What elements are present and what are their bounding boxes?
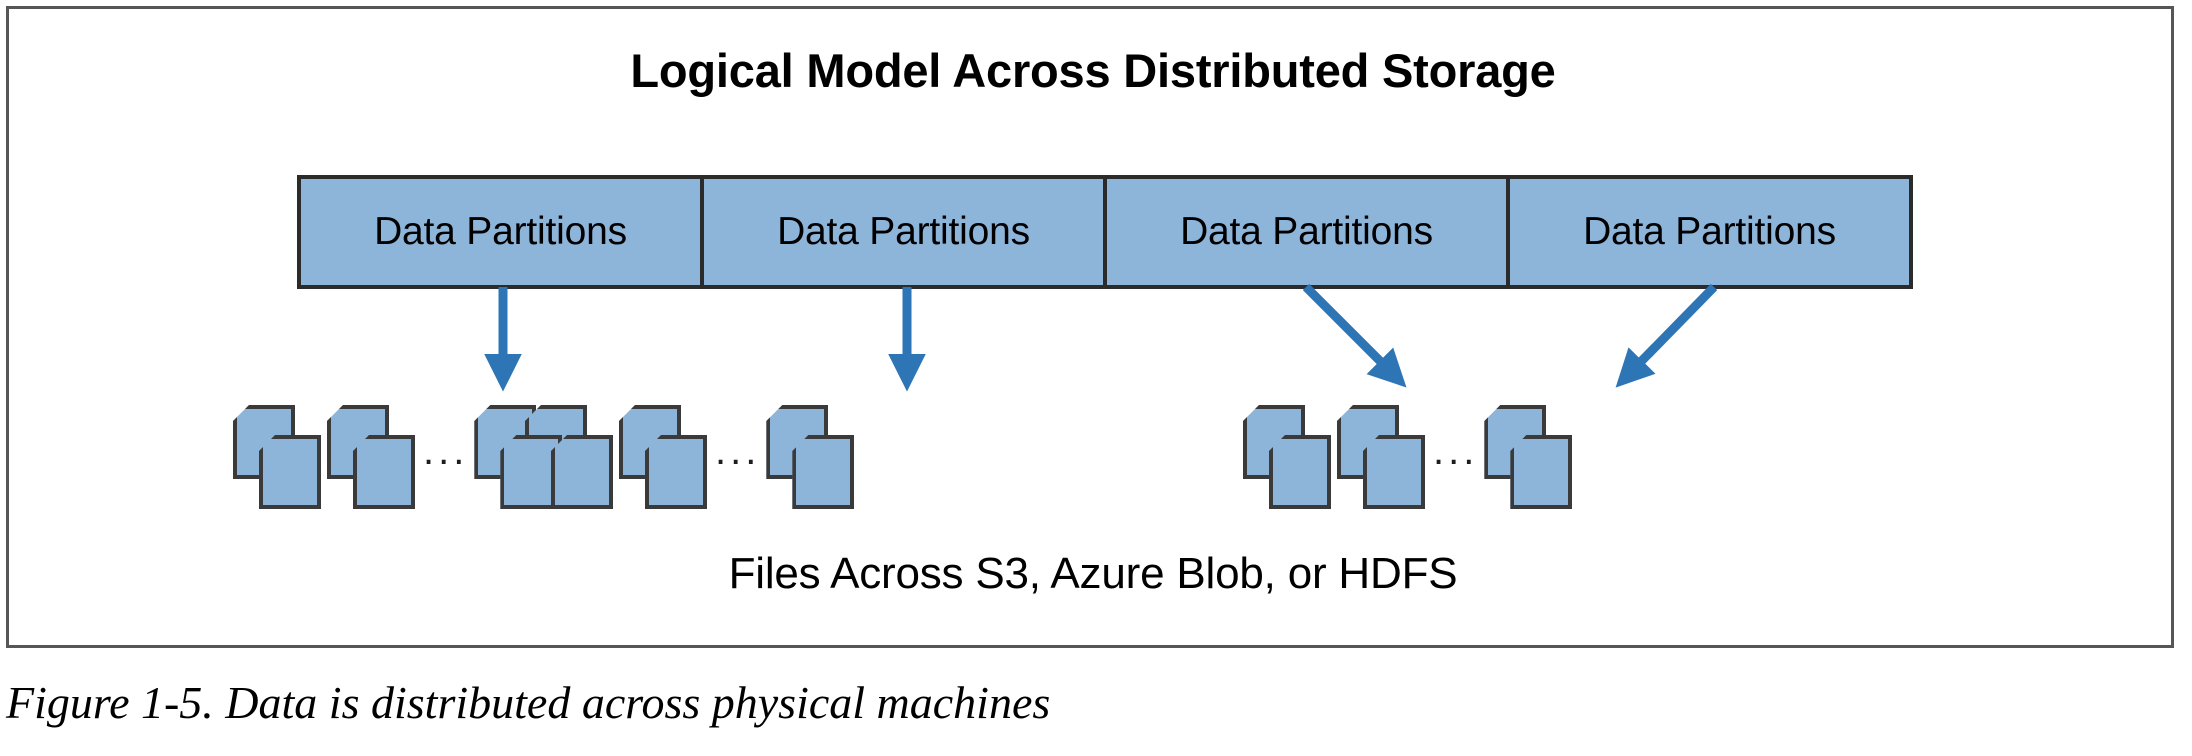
- partition-label-4: Data Partitions: [1583, 210, 1836, 253]
- partition-box-2[interactable]: Data Partitions: [704, 179, 1107, 285]
- storage-caption: Files Across S3, Azure Blob, or HDFS: [728, 549, 1458, 598]
- figure-frame: Logical Model Across Distributed Storage…: [6, 6, 2174, 648]
- partition-box-3[interactable]: Data Partitions: [1107, 179, 1510, 285]
- figure-caption: Figure 1-5. Data is distributed across p…: [6, 677, 1051, 728]
- document-icon: [792, 435, 855, 509]
- partition-box-1[interactable]: Data Partitions: [301, 179, 704, 285]
- partition-label-3: Data Partitions: [1180, 210, 1433, 253]
- document-icon: [645, 435, 707, 509]
- partition-label-1: Data Partitions: [374, 210, 627, 253]
- diagram-title: Logical Model Across Distributed Storage: [630, 44, 1556, 97]
- ellipsis-icon: ...: [715, 429, 761, 473]
- file-stack-icon[interactable]: [1484, 405, 1573, 517]
- file-stack-icon[interactable]: [233, 405, 321, 517]
- file-stack-icon[interactable]: [327, 405, 415, 517]
- document-icon: [551, 435, 613, 509]
- arrow-partition-4: [1615, 283, 1718, 388]
- file-stack-icon[interactable]: [619, 405, 707, 517]
- ellipsis-icon: ...: [1433, 429, 1479, 473]
- file-stack-icon[interactable]: [1337, 405, 1425, 517]
- document-icon: [259, 435, 321, 509]
- document-icon: [353, 435, 415, 509]
- file-stack-icon[interactable]: [1243, 405, 1331, 517]
- file-group-1: ...: [233, 405, 568, 517]
- file-group-2: ...: [525, 405, 860, 517]
- partition-box-4[interactable]: Data Partitions: [1510, 179, 1909, 285]
- file-group-3: ...: [1243, 405, 1578, 517]
- document-icon: [1510, 435, 1573, 509]
- partitions-row: Data Partitions Data Partitions Data Par…: [297, 175, 1913, 289]
- arrow-partition-3: [1302, 283, 1407, 388]
- file-stack-icon[interactable]: [474, 405, 563, 517]
- document-icon: [1269, 435, 1331, 509]
- partition-label-2: Data Partitions: [777, 210, 1030, 253]
- document-icon: [1363, 435, 1425, 509]
- file-stack-icon[interactable]: [766, 405, 855, 517]
- ellipsis-icon: ...: [423, 429, 469, 473]
